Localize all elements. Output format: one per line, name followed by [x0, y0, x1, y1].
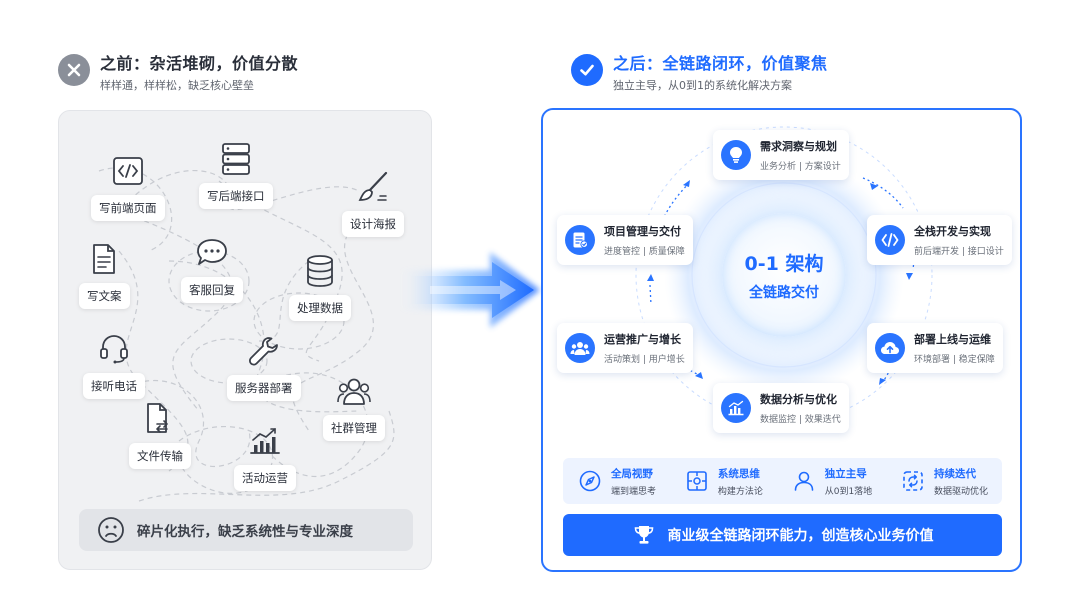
item-frontend: 写前端页面	[91, 153, 165, 221]
users-icon	[565, 333, 595, 363]
sad-face-icon	[97, 516, 125, 544]
card-subtitle: 前后端开发 | 接口设计	[914, 247, 1004, 257]
item-label: 客服回复	[181, 277, 243, 303]
feature-subtitle: 构建方法论	[717, 486, 763, 497]
item-community: 社群管理	[323, 373, 385, 441]
feature-strip: 全局视野 端到端思考 系统思维 构建方法论 独立主导 从0到1落地	[563, 458, 1002, 504]
value-banner-text: 商业级全链路闭环能力，创造核心业务价值	[667, 528, 934, 544]
compass-icon	[577, 468, 603, 494]
card-title: 数据分析与优化	[760, 393, 837, 406]
system-icon	[684, 468, 710, 494]
wrench-icon	[246, 333, 282, 369]
tangled-lines	[98, 167, 395, 502]
after-subtitle: 独立主导，从0到1的系统化解决方案	[613, 79, 792, 92]
card-data-analysis: 数据分析与优化 数据监控 | 效果迭代	[713, 383, 849, 433]
item-label: 活动运营	[234, 465, 296, 491]
person-icon	[791, 468, 817, 494]
before-panel: 写前端页面 写后端接口 设计海报 写文案 客服回复 处理数据 接	[58, 110, 432, 570]
feature-subtitle: 从0到1落地	[824, 486, 873, 497]
feature-title: 系统思维	[717, 467, 760, 480]
iterate-icon	[900, 468, 926, 494]
card-fullstack: 全栈开发与实现 前后端开发 | 接口设计	[867, 215, 1012, 265]
chat-icon	[194, 235, 230, 271]
card-title: 运营推广与增长	[604, 333, 681, 346]
item-label: 处理数据	[289, 295, 351, 321]
card-title: 部署上线与运维	[914, 333, 991, 346]
value-banner: 商业级全链路闭环能力，创造核心业务价值	[563, 514, 1002, 556]
feature-title: 持续迭代	[934, 467, 977, 480]
item-label: 文件传输	[129, 443, 191, 469]
lightbulb-icon	[721, 140, 751, 170]
item-label: 写后端接口	[199, 183, 273, 209]
item-customer-service: 客服回复	[181, 235, 243, 303]
card-project-mgmt: 项目管理与交付 进度管控 | 质量保障	[557, 215, 693, 265]
brush-icon	[355, 169, 391, 205]
card-deploy: 部署上线与运维 环境部署 | 稳定保障	[867, 323, 1003, 373]
card-title: 全栈开发与实现	[914, 225, 991, 238]
database-icon	[302, 253, 338, 289]
before-footer: 碎片化执行，缺乏系统性与专业深度	[79, 509, 413, 551]
feature-global-view: 全局视野 端到端思考	[577, 466, 656, 497]
item-file-transfer: 文件传输	[129, 401, 191, 469]
before-subtitle: 样样通，样样松，缺乏核心壁垒	[100, 79, 254, 92]
before-footer-text: 碎片化执行，缺乏系统性与专业深度	[137, 524, 353, 540]
center-title: 0-1 架构	[744, 252, 824, 275]
item-label: 服务器部署	[227, 375, 301, 401]
feature-system-thinking: 系统思维 构建方法论	[684, 466, 763, 497]
code-icon	[875, 225, 905, 255]
card-subtitle: 业务分析 | 方案设计	[760, 162, 841, 172]
item-label: 社群管理	[323, 415, 385, 441]
trophy-icon	[632, 523, 656, 547]
check-icon	[571, 54, 603, 86]
center-subtitle: 全链路交付	[749, 284, 819, 301]
card-growth: 运营推广与增长 活动策划 | 用户增长	[557, 323, 693, 373]
item-data: 处理数据	[289, 253, 351, 321]
server-icon	[218, 141, 254, 177]
document-icon	[86, 241, 122, 277]
before-title: 之前：杂活堆砌，价值分散	[100, 54, 299, 73]
transition-arrow-icon	[400, 252, 540, 328]
item-label: 写前端页面	[91, 195, 165, 221]
close-icon	[58, 54, 90, 86]
chart-icon	[721, 393, 751, 423]
item-copywriting: 写文案	[79, 241, 130, 309]
card-subtitle: 活动策划 | 用户增长	[604, 355, 685, 365]
feature-title: 全局视野	[610, 467, 653, 480]
item-server-deploy: 服务器部署	[227, 333, 301, 401]
file-transfer-icon	[142, 401, 178, 437]
item-label: 接听电话	[83, 373, 145, 399]
feature-ownership: 独立主导 从0到1落地	[791, 466, 872, 497]
headset-icon	[96, 331, 132, 367]
feature-title: 独立主导	[824, 467, 867, 480]
after-header: 之后：全链路闭环，价值聚焦 独立主导，从0到1的系统化解决方案	[571, 54, 828, 93]
item-label: 写文案	[79, 283, 130, 309]
card-subtitle: 环境部署 | 稳定保障	[914, 355, 995, 365]
chart-icon	[247, 423, 283, 459]
after-panel: 0-1 架构 全链路交付 需求洞察与规划 业务分析 | 方案设计 全栈开发与实现…	[541, 108, 1022, 572]
cloud-upload-icon	[875, 333, 905, 363]
center-core: 0-1 架构 全链路交付	[722, 213, 846, 337]
people-icon	[336, 373, 372, 409]
item-phone: 接听电话	[83, 331, 145, 399]
card-requirements: 需求洞察与规划 业务分析 | 方案设计	[713, 130, 849, 180]
checklist-icon	[565, 225, 595, 255]
feature-subtitle: 数据驱动优化	[934, 486, 989, 497]
before-header: 之前：杂活堆砌，价值分散 样样通，样样松，缺乏核心壁垒	[58, 54, 298, 93]
card-subtitle: 数据监控 | 效果迭代	[760, 415, 841, 425]
item-label: 设计海报	[342, 211, 404, 237]
item-design: 设计海报	[342, 169, 404, 237]
card-subtitle: 进度管控 | 质量保障	[604, 247, 685, 257]
card-title: 项目管理与交付	[604, 225, 681, 238]
code-icon	[110, 153, 146, 189]
item-event-ops: 活动运营	[234, 423, 296, 491]
feature-subtitle: 端到端思考	[610, 486, 656, 497]
item-backend: 写后端接口	[199, 141, 273, 209]
card-title: 需求洞察与规划	[760, 140, 837, 153]
after-title: 之后：全链路闭环，价值聚焦	[613, 54, 828, 73]
feature-iteration: 持续迭代 数据驱动优化	[900, 466, 988, 497]
